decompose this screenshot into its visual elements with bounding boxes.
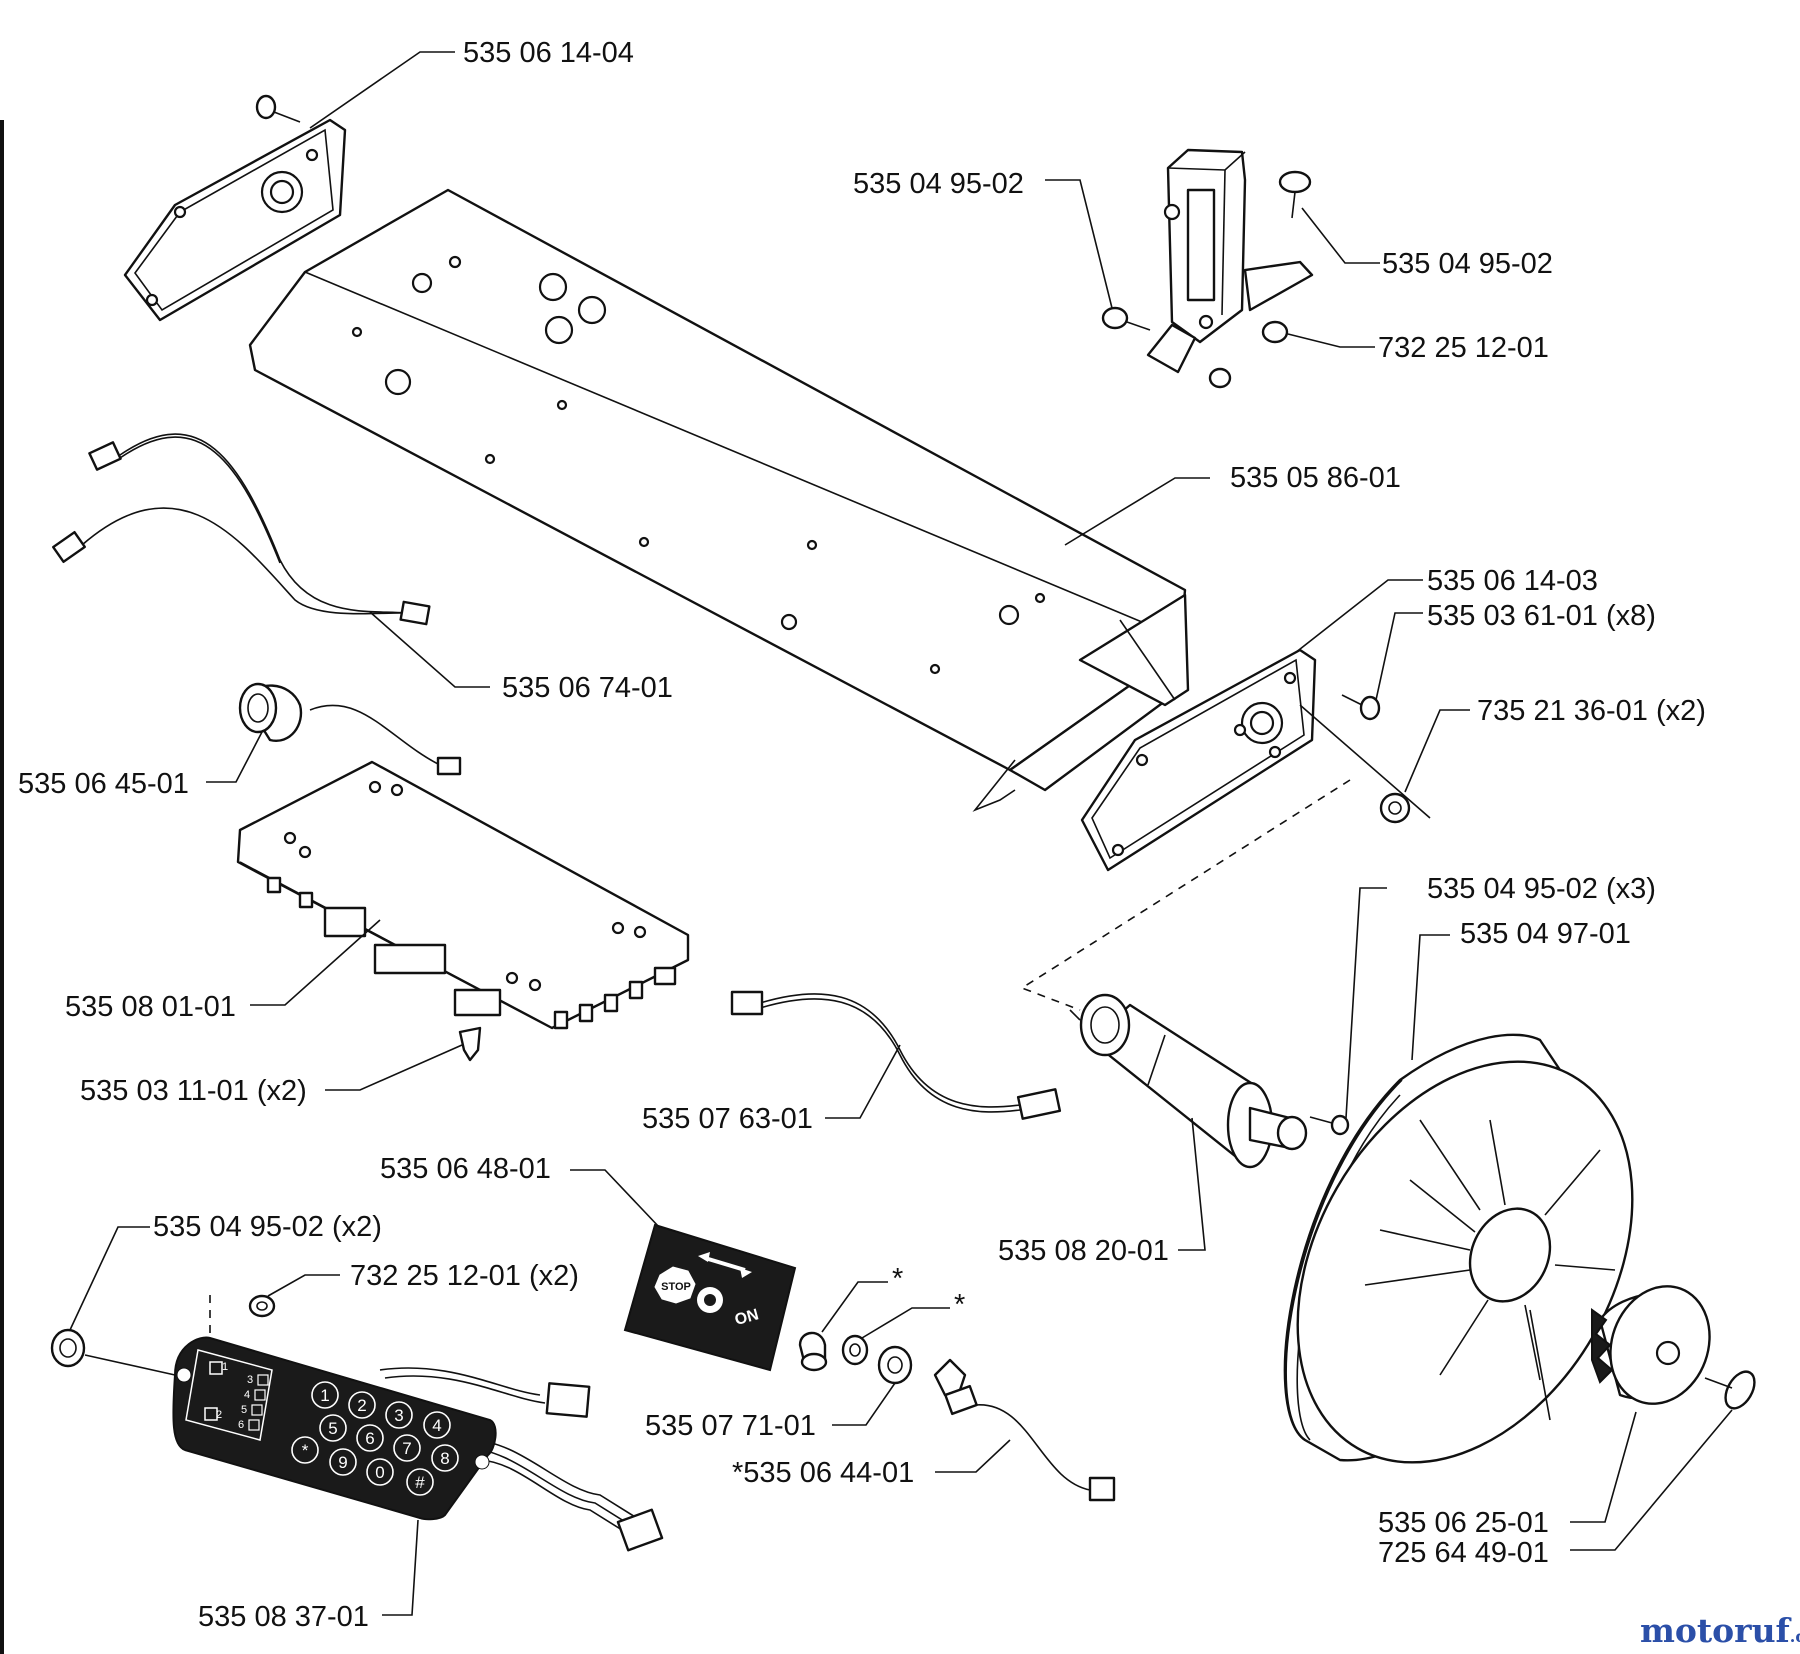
plate-screw	[1341, 694, 1381, 721]
keypad: 1 2 3 4 5 6 1 2 3 4 5 6 7 8 9 0 * #	[172, 1336, 497, 1521]
right-end-plate	[1080, 648, 1431, 872]
label-hub-screw: 725 64 49-01	[1378, 1537, 1549, 1569]
label-end-plate-left: 535 06 14-04	[463, 37, 634, 69]
watermark: motoruf.de	[1640, 1611, 1800, 1650]
hub-screw	[1704, 1370, 1756, 1410]
keypad-key-label: 5	[328, 1419, 337, 1438]
label-clip: 535 03 11-01 (x2)	[80, 1075, 307, 1107]
circuit-board	[236, 760, 690, 1030]
keypad-screw	[50, 1328, 176, 1376]
label-toggle-part: 535 07 71-01	[645, 1410, 816, 1442]
leader-lines	[69, 51, 1733, 1616]
keypad-key-label: #	[415, 1473, 425, 1492]
keypad-number-keys: 1 2 3 4 5 6 7 8 9 0 * #	[291, 1381, 459, 1496]
left-plate-screw	[255, 94, 301, 123]
label-keypad-nut: 732 25 12-01 (x2)	[350, 1260, 579, 1292]
keypad-key-button	[431, 1444, 459, 1472]
label-switch-screw-right: 535 04 95-02	[1382, 248, 1553, 280]
housing-cover	[248, 188, 1190, 812]
on-text: ON	[733, 1306, 761, 1329]
keypad-key-label: 7	[402, 1439, 411, 1458]
washer	[1379, 792, 1411, 824]
stop-text: STOP	[661, 1281, 691, 1293]
watermark-suffix: .de	[1790, 1627, 1800, 1646]
side-key-3: 3	[247, 1374, 253, 1386]
keypad-key-label: 9	[338, 1453, 347, 1472]
keypad-key-label: 2	[357, 1396, 366, 1415]
stop-sign-icon	[654, 1266, 696, 1304]
switch-bracket	[1146, 148, 1314, 374]
label-wheel: 535 04 97-01	[1460, 918, 1631, 950]
keypad-key-button	[319, 1414, 347, 1442]
left-end-plate	[123, 118, 347, 322]
label-switch-nut: 732 25 12-01	[1378, 332, 1549, 364]
keypad-key-label: 8	[440, 1449, 449, 1468]
keypad-key-label: 6	[365, 1429, 374, 1448]
keypad-key-button	[311, 1381, 339, 1409]
label-washer: 735 21 36-01 (x2)	[1477, 695, 1706, 727]
toggle-switch	[933, 1358, 1116, 1502]
keypad-key-button	[366, 1458, 394, 1486]
label-plate-screw: 535 03 61-01 (x8)	[1427, 600, 1656, 632]
side-key-2: 2	[216, 1409, 222, 1421]
side-key-5: 5	[241, 1404, 247, 1416]
label-keypad-screw: 535 04 95-02 (x2)	[153, 1211, 382, 1243]
toggle-knob	[798, 1331, 828, 1372]
keypad-key-label: 1	[320, 1386, 329, 1405]
label-asterisk-2: *	[954, 1289, 965, 1321]
part-labels: 535 06 14-04 535 04 95-02 535 04 95-02 7…	[18, 37, 1706, 1633]
label-motor: 535 08 20-01	[998, 1235, 1169, 1267]
keypad-nut	[248, 1294, 276, 1318]
stop-decal: STOP ON	[623, 1223, 797, 1372]
keypad-key-label: 3	[394, 1406, 403, 1425]
label-end-plate-right: 535 06 14-03	[1427, 565, 1598, 597]
label-toggle-switch: *535 06 44-01	[732, 1457, 914, 1489]
label-wheel-screws: 535 04 95-02 (x3)	[1427, 873, 1656, 905]
keypad-key-button	[385, 1401, 413, 1429]
side-key-1: 1	[222, 1361, 228, 1373]
switch-screw-right	[1278, 170, 1312, 219]
side-key-6: 6	[238, 1419, 244, 1431]
switch-nut	[1208, 320, 1289, 389]
motor	[1069, 993, 1308, 1169]
wire-harness	[51, 433, 431, 626]
wheel	[1283, 1033, 1634, 1464]
label-buzzer: 535 06 45-01	[18, 768, 189, 800]
keypad-key-label: *	[302, 1441, 309, 1460]
keypad-key-label: 0	[375, 1463, 384, 1482]
label-stop-decal: 535 06 48-01	[380, 1153, 551, 1185]
label-asterisk-1: *	[892, 1263, 903, 1295]
label-circuit-board: 535 08 01-01	[65, 991, 236, 1023]
hub-cap	[1591, 1285, 1711, 1405]
toggle-washer	[841, 1334, 869, 1366]
side-key-4: 4	[244, 1389, 250, 1401]
label-motor-cable: 535 07 63-01	[642, 1103, 813, 1135]
watermark-main: motoruf	[1640, 1611, 1792, 1650]
toggle-nut	[877, 1345, 913, 1385]
motor-screw	[1309, 1114, 1350, 1136]
buzzer	[238, 682, 462, 776]
label-hub-cap: 535 06 25-01	[1378, 1507, 1549, 1539]
label-keypad: 535 08 37-01	[198, 1601, 369, 1633]
keypad-key-button	[356, 1424, 384, 1452]
keypad-key-button	[291, 1436, 319, 1464]
keypad-key-button	[348, 1391, 376, 1419]
motor-cable	[730, 990, 1062, 1120]
keypad-key-button	[329, 1448, 357, 1476]
keypad-key-label: 4	[432, 1416, 441, 1435]
label-housing: 535 05 86-01	[1230, 462, 1401, 494]
clip	[458, 1026, 482, 1062]
arrow-icon	[704, 1256, 746, 1272]
label-wires: 535 06 74-01	[502, 672, 673, 704]
label-switch-screw-left: 535 04 95-02	[853, 168, 1024, 200]
keypad-key-button	[393, 1434, 421, 1462]
switch-screw-left	[1101, 306, 1151, 331]
keypad-key-button	[406, 1468, 434, 1496]
keypad-key-button	[423, 1411, 451, 1439]
